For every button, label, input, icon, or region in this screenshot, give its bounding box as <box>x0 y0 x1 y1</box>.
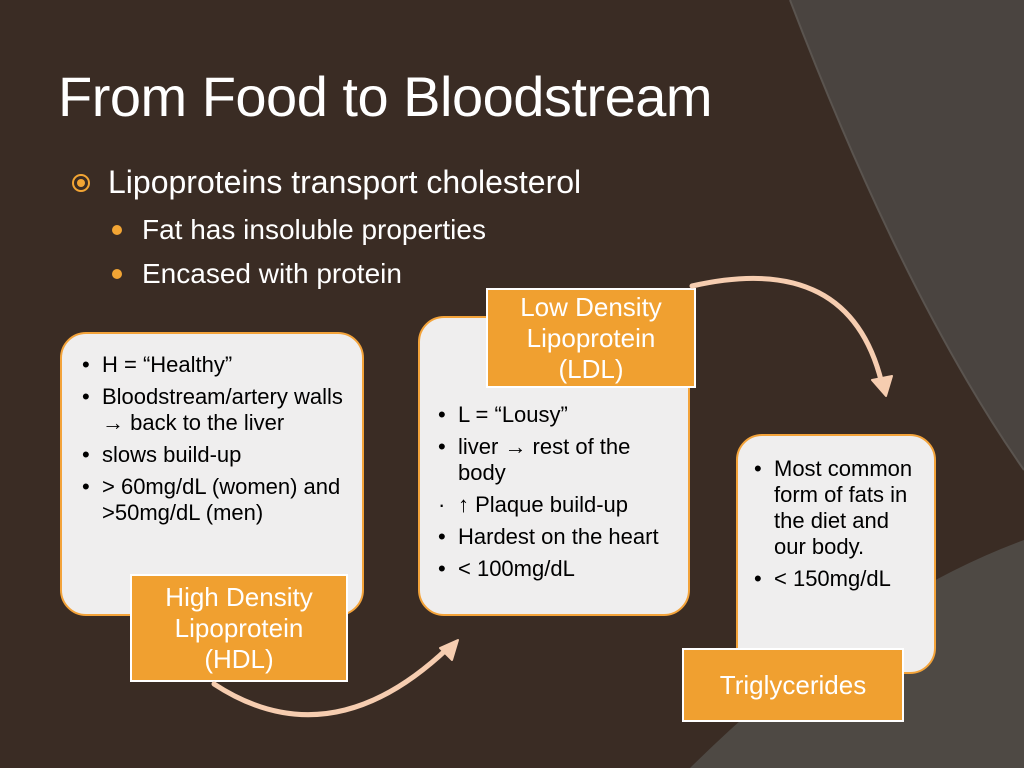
list-item: L = “Lousy” <box>438 402 674 428</box>
list-item: slows build-up <box>82 442 344 468</box>
ldl-label-line: (LDL) <box>558 353 624 384</box>
list-item: liver → rest of the body <box>438 434 674 486</box>
hdl-list: H = “Healthy” Bloodstream/artery walls →… <box>82 352 344 532</box>
list-item: < 100mg/dL <box>438 556 674 582</box>
main-bullet: Lipoproteins transport cholesterol <box>72 164 581 201</box>
triglycerides-list: Most common form of fats in the diet and… <box>754 456 922 598</box>
list-item: Hardest on the heart <box>438 524 674 550</box>
list-item: ↑ Plaque build-up <box>438 492 674 518</box>
hdl-card: H = “Healthy” Bloodstream/artery walls →… <box>60 332 364 616</box>
list-item: Bloodstream/artery walls → back to the l… <box>82 384 344 436</box>
list-item: > 60mg/dL (women) and >50mg/dL (men) <box>82 474 344 526</box>
ldl-list: L = “Lousy” liver → rest of the body ↑ P… <box>438 402 674 588</box>
list-item: H = “Healthy” <box>82 352 344 378</box>
ldl-label: Low Density Lipoprotein (LDL) <box>486 288 696 388</box>
dot-bullet-icon <box>112 225 122 235</box>
sub-bullet-text: Fat has insoluble properties <box>142 214 486 245</box>
hdl-label-line: High Density <box>165 581 313 612</box>
triglycerides-label: Triglycerides <box>682 648 904 722</box>
sub-bullet: Fat has insoluble properties <box>112 214 486 246</box>
ring-bullet-icon <box>72 173 90 192</box>
sub-bullet: Encased with protein <box>112 258 402 290</box>
ldl-label-line: Lipoprotein <box>526 322 656 353</box>
slide-title: From Food to Bloodstream <box>58 65 713 128</box>
sub-bullet-text: Encased with protein <box>142 258 402 289</box>
list-item: Most common form of fats in the diet and… <box>754 456 922 560</box>
dot-bullet-icon <box>112 269 122 279</box>
ldl-label-line: Low Density <box>520 291 662 322</box>
hdl-label-line: Lipoprotein <box>174 612 304 643</box>
triglycerides-card: Most common form of fats in the diet and… <box>736 434 936 674</box>
hdl-label: High Density Lipoprotein (HDL) <box>130 574 348 682</box>
hdl-label-line: (HDL) <box>204 643 274 674</box>
main-bullet-text: Lipoproteins transport cholesterol <box>108 164 582 200</box>
list-item: < 150mg/dL <box>754 566 922 592</box>
triglycerides-label-text: Triglycerides <box>719 669 867 700</box>
